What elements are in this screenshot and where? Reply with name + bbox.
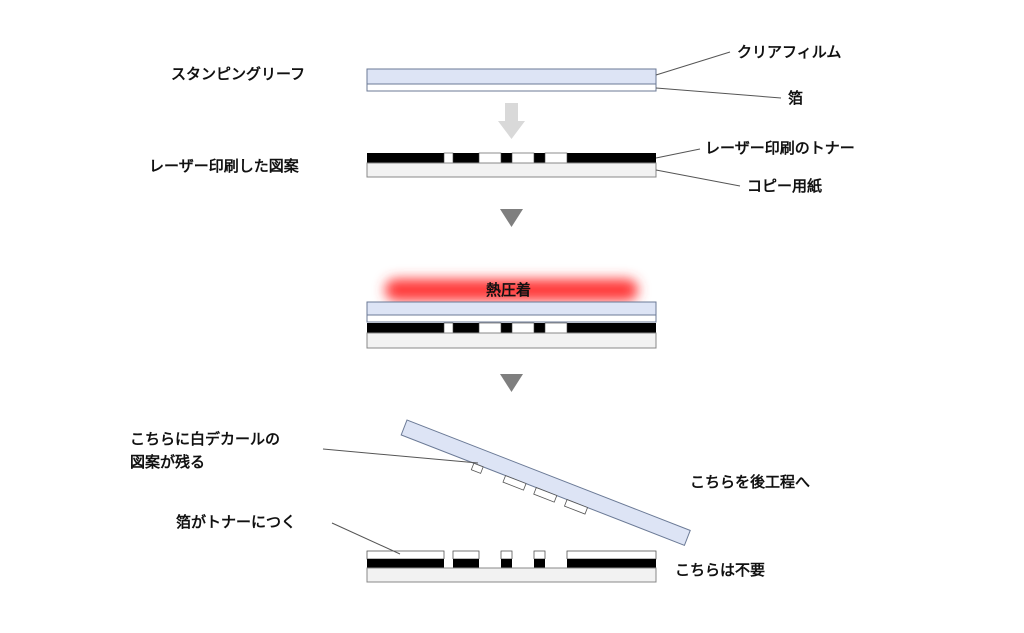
- toner-gap: [443, 322, 454, 334]
- copy-paper-layer: [366, 162, 657, 178]
- toner-gap: [444, 559, 453, 568]
- label-not-needed: こちらは不要: [675, 561, 766, 579]
- toner-gap: [544, 322, 568, 334]
- decal-piece: [502, 475, 527, 491]
- toner-gap: [443, 152, 454, 164]
- decal-piece: [563, 499, 589, 515]
- toner-gap: [511, 322, 535, 334]
- label-stamping-leaf: スタンピングリーフ: [171, 65, 306, 83]
- toner-gap: [478, 322, 502, 334]
- arrow-down-dark-icon: [500, 374, 523, 392]
- foil-on-toner: [452, 550, 480, 560]
- clear-film-layer: [366, 301, 657, 316]
- stage-heat-press: [366, 301, 657, 349]
- leader-clear-film: [655, 51, 731, 76]
- peeled-film: [400, 419, 691, 546]
- leader-laser-toner: [655, 148, 701, 159]
- leader-white-decal: [322, 448, 479, 464]
- arrow-down-dark-icon: [500, 209, 523, 227]
- toner-gap: [479, 559, 501, 568]
- heat-glow: [385, 279, 638, 301]
- label-laser-pattern: レーザー印刷した図案: [149, 157, 299, 175]
- label-foil: 箔: [788, 89, 804, 107]
- remaining-sheet: [366, 550, 657, 583]
- clear-film-layer: [366, 68, 657, 85]
- label-foil-on-toner: 箔がトナーにつく: [176, 513, 297, 531]
- stage-laser-print: [366, 152, 657, 178]
- label-to-next-process: こちらを後工程へ: [690, 473, 811, 491]
- toner-gap: [512, 559, 534, 568]
- copy-paper-layer: [366, 567, 657, 583]
- decal-piece: [470, 462, 484, 474]
- label-heat-press: 熱圧着: [486, 281, 532, 299]
- decal-piece: [533, 487, 558, 503]
- copy-paper-layer: [366, 332, 657, 349]
- leader-foil-on-toner: [331, 522, 401, 555]
- foil-layer: [366, 83, 657, 92]
- leader-foil: [655, 87, 782, 99]
- stage-stamping-leaf: [366, 68, 657, 92]
- arrow-down-light-icon: [498, 103, 525, 139]
- toner-gap: [478, 152, 502, 164]
- toner-gap: [511, 152, 535, 164]
- toner-gap: [544, 152, 568, 164]
- label-copy-paper: コピー用紙: [747, 177, 823, 195]
- toner-layer: [367, 323, 656, 333]
- label-laser-toner: レーザー印刷のトナー: [705, 139, 855, 157]
- label-clear-film: クリアフィルム: [737, 43, 842, 61]
- foil-on-toner: [500, 550, 513, 560]
- toner-gap: [545, 559, 567, 568]
- foil-layer: [366, 314, 657, 323]
- label-white-decal-line2: 図案が残る: [130, 453, 206, 471]
- foil-on-toner: [366, 550, 445, 560]
- toner-layer: [367, 559, 656, 568]
- foil-on-toner: [533, 550, 546, 560]
- foil-on-toner: [566, 550, 657, 560]
- label-white-decal-line1: こちらに白デカールの: [130, 430, 281, 448]
- toner-layer: [367, 153, 656, 163]
- clear-film-layer: [400, 419, 691, 546]
- leader-copy-paper: [655, 169, 741, 187]
